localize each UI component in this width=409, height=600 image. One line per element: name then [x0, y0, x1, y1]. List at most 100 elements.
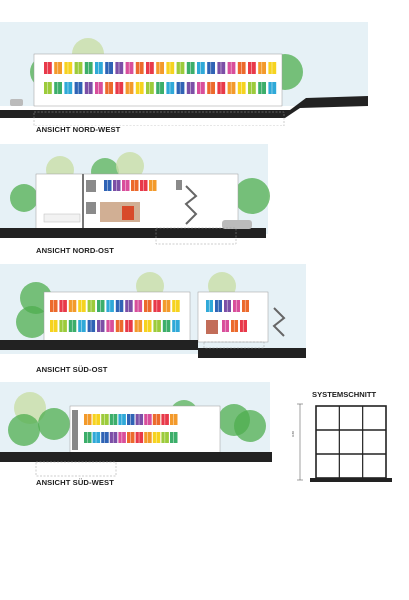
ground — [0, 452, 272, 462]
window-mullion — [112, 414, 114, 425]
window-mullion — [125, 180, 126, 191]
section-grid — [315, 405, 387, 479]
window-panel — [68, 300, 77, 312]
window-panel — [135, 82, 144, 94]
window-mullion — [47, 82, 48, 94]
entrance-art — [206, 320, 218, 334]
basement-outline — [203, 341, 265, 349]
window-panel — [146, 62, 154, 74]
window-mullion — [169, 62, 171, 74]
window-panel — [227, 62, 236, 74]
window-mullion — [147, 414, 148, 425]
building-facade — [69, 405, 221, 455]
window-mullion — [104, 414, 105, 425]
window-mullion — [107, 180, 108, 191]
window-mullion — [138, 432, 140, 443]
window-mullion — [159, 82, 161, 94]
elevation-south-east-drawing — [0, 264, 306, 358]
window-panel — [258, 62, 266, 74]
external-stair — [272, 307, 286, 337]
tree — [16, 306, 48, 338]
window-mullion — [244, 300, 246, 312]
window-mullion — [271, 62, 273, 74]
window-band-upper — [44, 62, 277, 74]
window-panel — [217, 62, 226, 74]
window-mullion — [190, 82, 191, 94]
window-band-lower — [50, 320, 180, 332]
window-mullion — [112, 432, 114, 443]
ground-upper — [0, 340, 198, 350]
window-panel — [176, 62, 185, 74]
window-dark — [86, 180, 96, 192]
window-mullion — [90, 300, 92, 312]
window-mullion — [261, 82, 263, 94]
window-panel — [115, 300, 124, 312]
window-panel — [248, 82, 256, 94]
window-mullion — [130, 432, 131, 443]
window-band-annex-upper — [206, 300, 249, 312]
window-mullion — [147, 300, 148, 312]
window-panel — [176, 82, 185, 94]
window-mullion — [242, 320, 244, 332]
window-mullion — [251, 62, 252, 74]
window-panel — [156, 62, 164, 74]
window-mullion — [88, 62, 89, 74]
window-mullion — [169, 82, 171, 94]
window-mullion — [230, 82, 232, 94]
window-panel — [227, 82, 236, 94]
window-mullion — [164, 414, 166, 425]
window-mullion — [224, 320, 226, 332]
window-mullion — [95, 414, 97, 425]
window-band-lower — [44, 82, 277, 94]
window-band-upper — [104, 180, 157, 191]
window-panel — [95, 62, 103, 74]
window-panel — [125, 82, 134, 94]
window-mullion — [235, 300, 237, 312]
window-mullion — [100, 300, 101, 312]
window-mullion — [128, 300, 129, 312]
window-panel — [84, 62, 93, 74]
window-dark — [86, 202, 96, 214]
window-mullion — [251, 82, 252, 94]
window-mullion — [261, 62, 263, 74]
window-mullion — [173, 432, 174, 443]
window-band-upper — [50, 300, 180, 312]
window-mullion — [190, 62, 191, 74]
window-mullion — [47, 62, 48, 74]
window-mullion — [241, 82, 242, 94]
window-mullion — [53, 320, 54, 332]
window-mullion — [208, 300, 210, 312]
window-mullion — [95, 432, 97, 443]
window-mullion — [87, 414, 88, 425]
window-panel — [54, 62, 62, 74]
window-mullion — [159, 62, 161, 74]
window-panel — [74, 62, 83, 74]
window-panel — [109, 414, 118, 425]
tree — [8, 414, 40, 446]
window-mullion — [67, 82, 69, 94]
window-panel — [44, 62, 52, 74]
window-panel — [115, 82, 124, 94]
window-mullion — [98, 82, 99, 94]
window-mullion — [134, 180, 135, 191]
window-mullion — [118, 300, 120, 312]
window-band-lower — [84, 432, 178, 443]
tree — [10, 184, 38, 212]
window-panel — [186, 82, 195, 94]
tree — [234, 178, 270, 214]
window-panel — [59, 300, 67, 312]
window-mullion — [118, 320, 120, 332]
tree-light — [116, 152, 144, 180]
window-dark — [176, 180, 182, 190]
entrance-art — [122, 206, 134, 220]
ramp — [43, 213, 81, 223]
section-title: SYSTEMSCHNITT — [312, 390, 377, 399]
window-mullion — [121, 432, 123, 443]
window-panel — [95, 82, 103, 94]
building-facade — [33, 53, 283, 107]
window-mullion — [62, 320, 64, 332]
window-panel — [105, 82, 113, 94]
elevation-label: ANSICHT NORD-WEST — [36, 125, 121, 134]
window-mullion — [62, 300, 64, 312]
window-mullion — [118, 82, 120, 94]
